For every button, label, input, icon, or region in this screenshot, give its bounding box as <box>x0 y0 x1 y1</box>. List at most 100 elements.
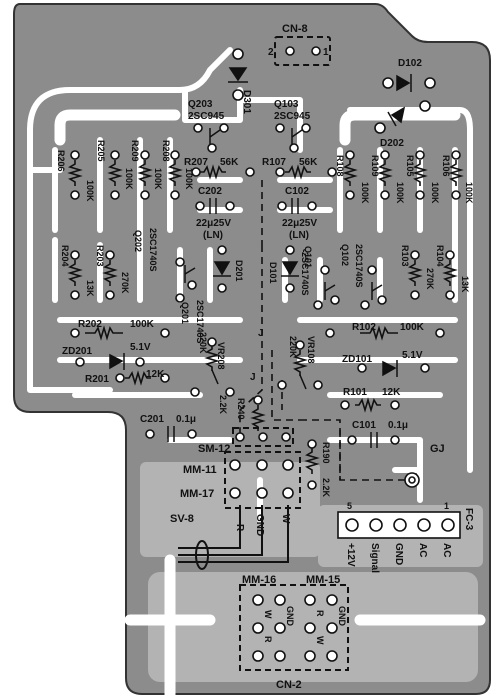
label-r202-val: 100K <box>130 319 155 330</box>
label-fc3-ac1: AC <box>417 543 428 557</box>
label-q203: Q203 <box>188 99 213 110</box>
label-c101-val: 0.1μ <box>388 420 408 431</box>
label-fc3-gnd: GND <box>393 543 404 565</box>
label-r105-val: 100K <box>430 182 440 204</box>
label-r205-val: 100K <box>124 168 134 190</box>
label-q201: Q201 <box>180 302 190 324</box>
label-mm16-w: W <box>263 610 273 619</box>
label-q102: Q102 <box>340 244 350 266</box>
label-vr208: VR208 <box>216 342 226 370</box>
label-c201: C201 <box>140 414 164 425</box>
label-r206-val: 100K <box>85 180 95 202</box>
label-q201-type: 2SC1740S <box>195 300 205 344</box>
label-r201: R201 <box>85 374 109 385</box>
label-r190: R190 <box>321 442 331 464</box>
sv8-cable <box>178 505 289 570</box>
label-r106-val: 100K <box>464 182 474 204</box>
label-q203-type: 2SC945 <box>188 111 225 122</box>
label-d301: D301 <box>241 90 252 114</box>
label-fc3-12v: +12V <box>345 543 356 567</box>
label-r104-val: 13K <box>460 276 470 293</box>
label-fc3-pin5: 5 <box>347 501 352 511</box>
label-q103-type: 2SC945 <box>274 111 311 122</box>
label-fc3: FC-3 <box>463 508 474 531</box>
label-q202: Q202 <box>133 230 143 252</box>
label-c102-val: 22μ25V <box>282 218 317 229</box>
label-r203: R203 <box>95 245 105 267</box>
label-r101: R101 <box>343 387 367 398</box>
label-c202-note: (LN) <box>203 230 223 241</box>
label-sv8: SV-8 <box>170 513 194 525</box>
label-fc3-pin1: 1 <box>444 501 449 511</box>
label-vr208-val: 220K <box>198 332 208 354</box>
label-r240: R240 <box>236 398 246 420</box>
label-r204: R204 <box>60 245 70 267</box>
label-r207-val: 56K <box>220 157 239 168</box>
label-q202-type: 2SC1740S <box>148 228 158 272</box>
label-r101-val: 12K <box>382 387 401 398</box>
label-c202: C202 <box>198 186 222 197</box>
label-c102-note: (LN) <box>289 230 309 241</box>
label-mm11: MM-11 <box>183 464 217 476</box>
label-r107: R107 <box>262 157 286 168</box>
label-r201-val: 12K <box>146 369 165 380</box>
label-vr108: VR108 <box>306 336 316 364</box>
label-r107-val: 56K <box>299 157 318 168</box>
label-r204-val: 13K <box>85 280 95 297</box>
board-labels: CN-8 2 1 D301 D102 D202 Q203 2SC945 Q103… <box>56 23 474 691</box>
label-sv8-wire-w: W <box>280 514 291 524</box>
label-r108: R108 <box>335 155 345 177</box>
semiconductor-symbols <box>109 67 412 448</box>
label-sm12: SM-12 <box>198 443 230 455</box>
label-r209-val: 100K <box>153 168 163 190</box>
label-mm16: MM-16 <box>242 574 276 586</box>
label-c101: C101 <box>352 420 376 431</box>
label-mm15-w: W <box>315 636 325 645</box>
label-mm16-r: R <box>263 636 273 643</box>
label-c102: C102 <box>285 186 309 197</box>
label-cn8-pin2: 2 <box>268 47 274 58</box>
label-mm15-gnd: GND <box>337 606 347 627</box>
label-jumper-1: J <box>258 328 264 339</box>
label-r102: R102 <box>352 322 376 333</box>
label-r205: R205 <box>96 140 106 162</box>
label-q103: Q103 <box>274 99 299 110</box>
label-r203-val: 270K <box>120 272 130 294</box>
label-r109-val: 100K <box>395 182 405 204</box>
solder-pads <box>70 46 461 662</box>
label-cn2: CN-2 <box>276 679 302 691</box>
label-r202: R202 <box>78 319 102 330</box>
label-mm16-gnd: GND <box>285 606 295 627</box>
label-cn8: CN-8 <box>282 23 308 35</box>
label-vr108-val: 220K <box>288 336 298 358</box>
label-r109: R109 <box>370 155 380 177</box>
label-r104: R104 <box>435 245 445 267</box>
label-fc3-ac2: AC <box>441 543 452 557</box>
label-r208-val: 100K <box>184 168 194 190</box>
label-gj: GJ <box>430 443 445 455</box>
label-q102-type: 2SC1740S <box>354 244 364 288</box>
label-sv8-wire-r: R <box>234 524 245 532</box>
label-r102-val: 100K <box>400 322 425 333</box>
label-r207: R207 <box>184 157 208 168</box>
label-jumper-2: J <box>250 372 256 383</box>
label-q101-type: 2SC1740S <box>300 252 310 296</box>
label-zd201: ZD201 <box>62 346 92 357</box>
label-fc3-signal: Signal <box>369 543 380 573</box>
label-mm15-r: R <box>315 610 325 617</box>
label-d201: D201 <box>234 260 244 282</box>
label-sv8-wire-gnd: GND <box>254 514 265 536</box>
label-d102: D102 <box>398 58 422 69</box>
label-r190-val: 2.2K <box>321 478 331 498</box>
pcb-traces-wide <box>54 109 486 700</box>
label-r105: R105 <box>405 155 415 177</box>
label-cn8-pin1: 1 <box>323 47 329 58</box>
label-mm17: MM-17 <box>180 488 214 500</box>
label-r106: R106 <box>441 155 451 177</box>
label-zd201-val: 5.1V <box>130 342 151 353</box>
label-zd101: ZD101 <box>342 354 372 365</box>
label-c201-val: 0.1μ <box>176 414 196 425</box>
label-c202-val: 22μ25V <box>196 218 231 229</box>
resistor-symbols <box>67 160 464 474</box>
